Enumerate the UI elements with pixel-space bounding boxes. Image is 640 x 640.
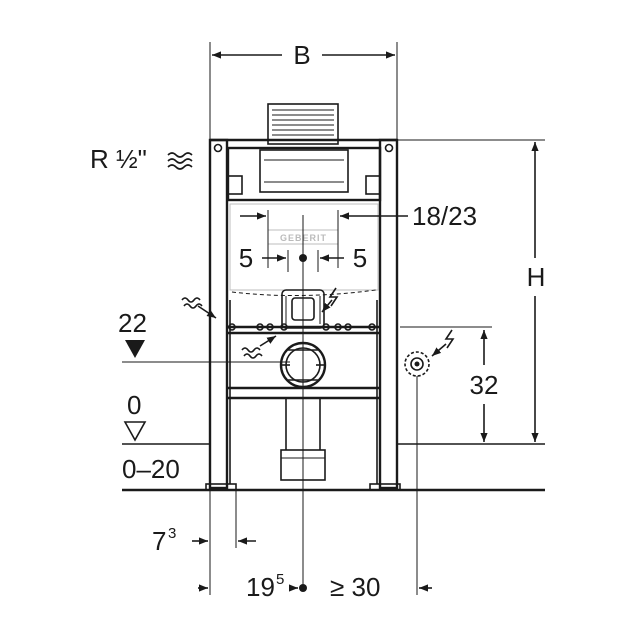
level-0: 0 [122,390,545,445]
flush-spacing-label: 18/23 [412,201,477,231]
socket-icon [404,351,430,377]
brand-logo: GEBERIT [280,233,327,243]
height-dimension: H [397,139,546,442]
electrical-height-label: 32 [470,370,499,400]
flush-plate [267,103,339,145]
level-triangle-icon [125,340,145,358]
level-0-label: 0 [127,390,141,420]
level-22-label: 22 [118,308,147,338]
foot-offset-dimension: 7 3 [152,490,256,595]
width-dimension: B [209,40,398,140]
offset-right-label: 5 [353,243,367,273]
water-wave-icon [167,152,193,170]
level-triangle-icon [123,421,147,442]
drain-offset-sup: 5 [276,571,284,588]
height-label: H [527,262,546,292]
installation-frame: GEBERIT [205,138,401,491]
foot-offset-sup: 3 [168,525,176,542]
drain-offset-base: 19 [246,572,275,602]
flush-spacing-dimension: 18/23 [240,201,477,268]
floor-range-label: 0–20 [122,454,180,484]
offset-left-label: 5 [239,243,253,273]
water-connection: R ½" [90,144,193,174]
water-wave-icon [181,297,217,319]
water-wave-icon [241,335,277,359]
min-distance-label: ≥ 30 [330,572,380,602]
water-connection-label: R ½" [90,144,147,174]
lightning-icon [431,329,455,357]
electrical-connection: 32 [400,326,499,595]
lightning-icon [321,287,339,313]
offset-dimensions: 5 5 [239,243,367,273]
rail-holes [228,323,376,331]
drain-offset-dimension: 19 5 ≥ 30 [198,571,432,602]
foot-offset-base: 7 [152,526,166,556]
width-label: B [293,40,310,70]
level-22: 22 [118,308,290,363]
